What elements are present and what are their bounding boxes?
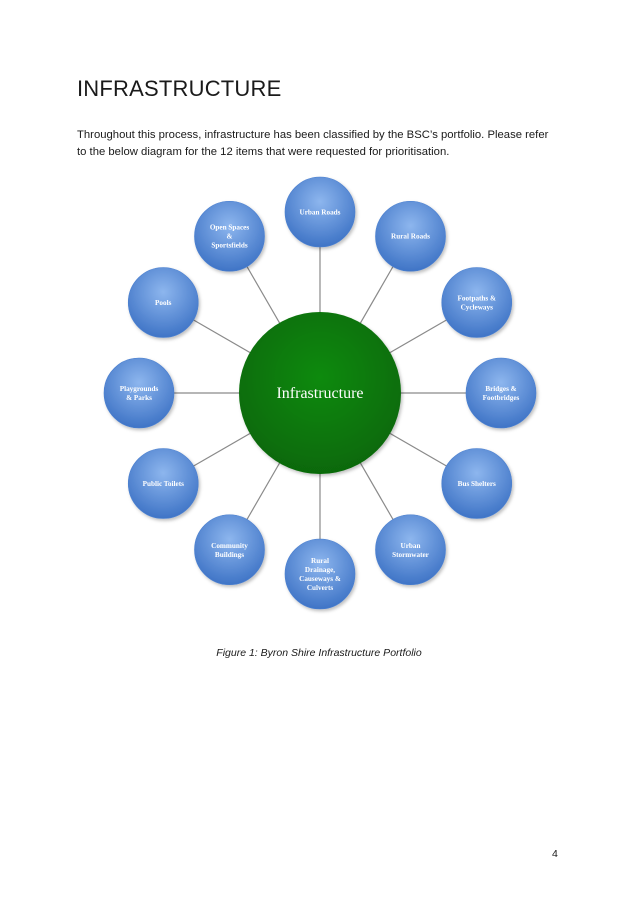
- node-urban-roads: Urban Roads: [284, 176, 356, 248]
- center-node-label: Infrastructure: [276, 385, 363, 402]
- node-public-toilets: Public Toilets: [127, 448, 199, 519]
- intro-paragraph: Throughout this process, infrastructure …: [77, 129, 549, 158]
- page-number: 4: [552, 848, 558, 860]
- node-label-line: Rural Roads: [391, 233, 430, 241]
- node-label: Bus Shelters: [458, 480, 496, 488]
- node-label: Open Spaces&Sportsfields: [210, 224, 250, 250]
- node-label-line: Culverts: [307, 584, 334, 592]
- node-label-line: Urban Roads: [300, 209, 341, 217]
- node-circle: [375, 514, 446, 586]
- node-label-line: Pools: [155, 299, 172, 307]
- node-label-line: Footpaths &: [457, 295, 496, 303]
- node-open-spaces-sportsfields: Open Spaces&Sportsfields: [194, 200, 265, 272]
- node-label-line: Drainage,: [305, 566, 335, 574]
- figure-caption: Figure 1: Byron Shire Infrastructure Por…: [216, 647, 422, 659]
- node-circle: [284, 176, 356, 248]
- node-rural-roads: Rural Roads: [375, 200, 446, 272]
- node-label-line: Rural: [311, 557, 329, 565]
- node-label: Rural Roads: [391, 233, 430, 241]
- node-circle: [441, 448, 513, 519]
- node-circle: [127, 267, 199, 338]
- node-label-line: Public Toilets: [143, 480, 185, 488]
- node-pools: Pools: [127, 267, 199, 338]
- node-circle: [103, 357, 175, 429]
- node-circle: [194, 514, 265, 586]
- node-label: Pools: [155, 299, 172, 307]
- node-playgrounds-parks: Playgrounds& Parks: [103, 357, 175, 429]
- node-label: Urban Roads: [300, 209, 341, 217]
- node-label-line: & Parks: [126, 394, 152, 402]
- node-label-line: Urban: [401, 542, 421, 550]
- page-heading: INFRASTRUCTURE: [77, 76, 282, 101]
- node-label-line: Buildings: [215, 551, 244, 559]
- node-circle: [194, 200, 265, 272]
- node-label: Footpaths &Cycleways: [457, 295, 496, 312]
- node-label-line: Cycleways: [461, 304, 494, 312]
- node-label-line: Bus Shelters: [458, 480, 496, 488]
- node-label: Playgrounds& Parks: [120, 385, 159, 402]
- node-label-line: Sportsfields: [211, 242, 248, 250]
- node-circle: [441, 267, 513, 338]
- node-circle: [284, 538, 356, 610]
- node-label-line: &: [227, 233, 233, 241]
- node-circle: [375, 200, 446, 272]
- node-circle: [465, 357, 537, 429]
- node-label-line: Playgrounds: [120, 385, 159, 393]
- node-label-line: Open Spaces: [210, 224, 250, 232]
- node-bridges-footbridges: Bridges &Footbridges: [465, 357, 537, 429]
- node-footpaths-cycleways: Footpaths &Cycleways: [441, 267, 513, 338]
- node-label: Bridges &Footbridges: [483, 385, 520, 402]
- node-label-line: Stormwater: [392, 551, 430, 559]
- node-label-line: Community: [211, 542, 248, 550]
- node-label-line: Causeways &: [299, 575, 341, 583]
- node-label-line: Footbridges: [483, 394, 520, 402]
- node-label: Public Toilets: [143, 480, 185, 488]
- node-bus-shelters: Bus Shelters: [441, 448, 513, 519]
- center-node: [239, 312, 401, 474]
- node-label-line: Bridges &: [485, 385, 516, 393]
- node-circle: [127, 448, 199, 519]
